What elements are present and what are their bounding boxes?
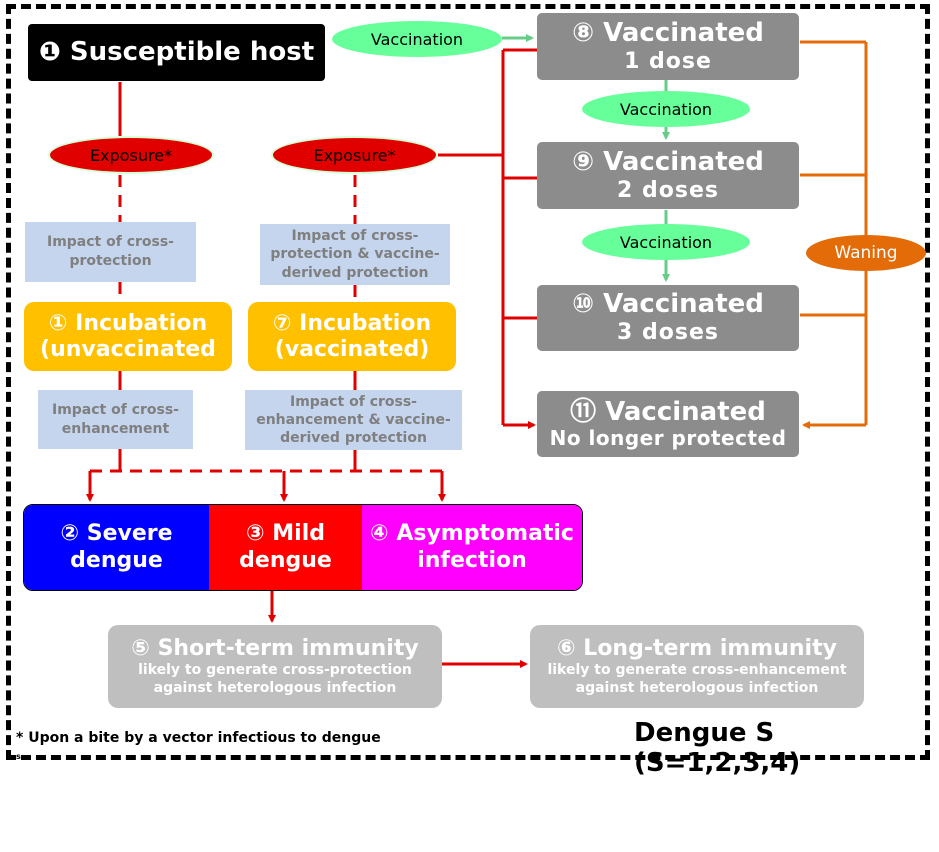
asym-line1: ④ Asymptomatic — [370, 521, 574, 547]
outcome-distributor-line — [86, 469, 446, 502]
severe-line2: dengue — [70, 547, 163, 573]
note-line: derived protection — [281, 264, 429, 281]
severe-dengue-node: ② Severe dengue — [24, 505, 209, 590]
vaccinated-3-sub: 3 doses — [617, 320, 719, 346]
note-line: Impact of cross- — [291, 228, 419, 245]
exposure-label: Exposure* — [89, 145, 173, 165]
exposure-oval-unvaccinated: Exposure* — [48, 136, 214, 174]
vaccination-label: Vaccination — [619, 232, 713, 252]
vaccinated-3-doses-node: ⑩ Vaccinated 3 doses — [537, 285, 799, 351]
incubation-vaccinated-line1: ⑦ Incubation — [272, 311, 432, 337]
incubation-unvaccinated-line2: (unvaccinated — [40, 336, 216, 362]
long-term-sub2: against heterologous infection — [575, 680, 819, 697]
short-term-title: ⑤ Short-term immunity — [131, 635, 419, 661]
note-line: Impact of cross- — [46, 234, 174, 251]
incubation-vaccinated-line2: (vaccinated) — [274, 336, 430, 362]
note-line: derived protection — [280, 430, 427, 447]
mild-line1: ③ Mild — [245, 521, 325, 547]
disease-outcomes-group: ② Severe dengue ③ Mild dengue ④ Asymptom… — [23, 504, 583, 591]
waning-oval: Waning — [806, 235, 926, 271]
vaccination-oval-1: Vaccination — [332, 21, 502, 57]
note-cross-enhancement-vaccine: Impact of cross- enhancement & vaccine- … — [245, 390, 462, 450]
mild-dengue-node: ③ Mild dengue — [209, 505, 362, 590]
vaccinated-4-title: ⑪ Vaccinated — [570, 396, 766, 427]
short-term-immunity-node: ⑤ Short-term immunity likely to generate… — [108, 625, 442, 708]
note-line: protection & vaccine- — [270, 246, 440, 263]
vaccinated-2-title: ⑨ Vaccinated — [572, 146, 764, 177]
vaccinated-4-sub: No longer protected — [549, 426, 787, 451]
short-term-sub1: likely to generate cross-protection — [138, 661, 412, 678]
vaccinated-2-sub: 2 doses — [617, 177, 719, 203]
incubation-unvaccinated-node: ① Incubation (unvaccinated — [24, 302, 232, 371]
waning-path — [800, 40, 868, 429]
note-line: protection — [69, 253, 152, 269]
vaccination-label: Vaccination — [370, 29, 464, 49]
severe-line1: ② Severe — [60, 521, 173, 547]
vaccination-label: Vaccination — [619, 99, 713, 119]
exposure-oval-vaccinated: Exposure* — [271, 136, 438, 174]
note-line: enhancement & vaccine- — [256, 411, 451, 428]
asymptomatic-infection-node: ④ Asymptomatic infection — [362, 505, 582, 590]
vaccinated-3-title: ⑩ Vaccinated — [572, 289, 764, 320]
incubation-unvaccinated-line1: ① Incubation — [48, 311, 208, 337]
short-term-sub2: against heterologous infection — [153, 680, 397, 697]
asym-line2: infection — [417, 547, 527, 573]
footnote: * Upon a bite by a vector infectious to … — [16, 730, 381, 746]
note-line: Impact of cross- — [289, 393, 417, 410]
vaccinated-no-longer-protected-node: ⑪ Vaccinated No longer protected — [537, 391, 799, 457]
vaccinated-2-doses-node: ⑨ Vaccinated 2 doses — [537, 142, 799, 209]
long-term-immunity-node: ⑥ Long-term immunity likely to generate … — [530, 625, 864, 708]
note-cross-enhancement: Impact of cross- enhancement — [38, 390, 193, 449]
long-term-title: ⑥ Long-term immunity — [557, 635, 837, 661]
note-line: enhancement — [61, 420, 170, 437]
strain-label: Dengue S (S=1,2,3,4) — [634, 718, 801, 778]
note-line: Impact of cross- — [51, 401, 179, 418]
vaccinated-1-title: ⑧ Vaccinated — [572, 17, 764, 48]
susceptible-host-node: ❶ Susceptible host — [28, 24, 325, 81]
exposure-label: Exposure* — [313, 145, 396, 165]
diagram-frame — [6, 4, 930, 760]
waning-label: Waning — [834, 243, 898, 263]
mild-line2: dengue — [239, 547, 332, 573]
incubation-vaccinated-node: ⑦ Incubation (vaccinated) — [248, 302, 456, 371]
long-term-sub1: likely to generate cross-enhancement — [547, 661, 847, 678]
vaccinated-exposure-connector — [438, 48, 537, 429]
vaccinated-1-dose-node: ⑧ Vaccinated 1 dose — [537, 13, 799, 80]
vaccination-oval-3: Vaccination — [582, 224, 750, 260]
note-cross-vaccine-protection: Impact of cross- protection & vaccine- d… — [260, 224, 450, 285]
footnote-subscript: s — [16, 752, 21, 761]
vaccinated-1-sub: 1 dose — [624, 48, 712, 74]
note-cross-protection: Impact of cross- protection — [25, 222, 196, 282]
vaccination-oval-2: Vaccination — [582, 91, 750, 127]
susceptible-host-label: ❶ Susceptible host — [38, 36, 315, 67]
